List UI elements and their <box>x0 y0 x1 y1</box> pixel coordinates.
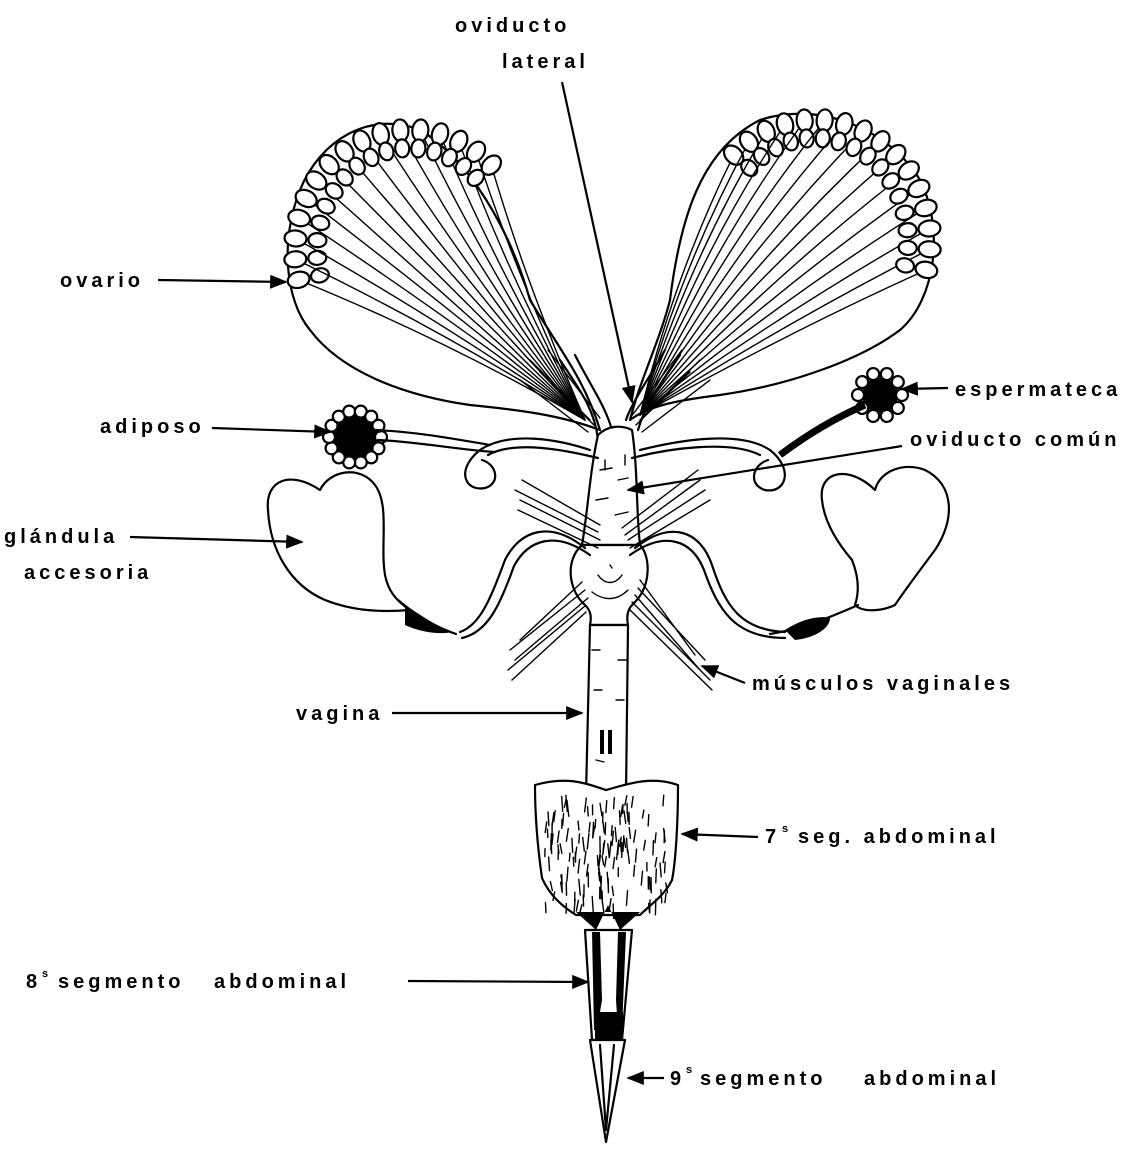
labels: oviducto lateral ovario espermateca adip… <box>4 15 1121 1090</box>
segment-hair <box>548 812 549 826</box>
arrow-oviducto-lateral <box>562 82 632 402</box>
vagina-tube <box>586 625 628 795</box>
label-oviducto-lateral-line2: lateral <box>502 51 589 73</box>
segment-hair <box>593 822 594 837</box>
fat-globule <box>856 376 868 388</box>
fat-globule <box>326 442 338 454</box>
fat-globule <box>896 389 908 401</box>
label-seg7: 7 s seg. abdominal <box>765 823 1000 848</box>
left-accessory-gland <box>268 472 456 634</box>
arrow-musculos <box>702 666 745 683</box>
label-seg8: 8 s segmento abdominal <box>26 968 350 993</box>
segment-hair <box>649 877 650 890</box>
label-seg9: 9 s segmento abdominal <box>670 1064 1000 1090</box>
label-seg9-number: 9 <box>670 1068 685 1090</box>
egg-follicle <box>394 139 409 158</box>
egg-follicle <box>308 250 327 265</box>
vaginal-bulb <box>571 545 648 625</box>
label-glandula-line2: accesoria <box>24 562 152 584</box>
label-seg8-text: segmento abdominal <box>58 971 350 993</box>
fat-globule <box>892 376 904 388</box>
fat-globule <box>892 402 904 414</box>
arrow-seg8 <box>408 981 588 982</box>
egg-follicle <box>799 129 815 148</box>
label-ovario: ovario <box>60 270 144 292</box>
arrow-espermateca <box>902 388 948 389</box>
label-seg8-number: 8 <box>26 971 41 993</box>
egg-follicle <box>918 219 941 237</box>
eighth-segment <box>576 905 640 1042</box>
label-oviducto-comun: oviducto común <box>910 429 1120 451</box>
label-seg7-number: 7 <box>765 826 780 848</box>
anatomy-drawing <box>268 109 949 1142</box>
label-oviducto-lateral-line1: oviducto <box>455 15 570 37</box>
segment-hair <box>549 857 550 871</box>
segment-hair <box>572 838 573 852</box>
label-seg8-superscript: s <box>42 968 48 980</box>
fat-globule <box>881 410 893 422</box>
segment-hair <box>597 856 598 866</box>
label-seg9-text: segmento abdominal <box>700 1068 1000 1090</box>
right-ovary <box>630 109 941 420</box>
label-espermateca: espermateca <box>955 379 1121 401</box>
egg-follicle <box>898 240 917 255</box>
arrow-adiposo <box>212 428 330 432</box>
segment-hair <box>606 801 607 813</box>
arrow-seg7 <box>682 834 758 837</box>
segment-hair <box>611 826 612 836</box>
arrow-ovario <box>158 280 286 282</box>
segment-hair <box>619 811 620 825</box>
right-accessory-gland <box>770 467 949 640</box>
label-glandula-line1: glándula <box>4 526 118 548</box>
egg-follicle <box>918 240 941 258</box>
egg-follicle <box>284 250 307 268</box>
segment-hair <box>551 834 552 850</box>
egg-follicle <box>898 222 917 238</box>
segment-hair <box>663 795 664 806</box>
label-seg9-superscript: s <box>686 1064 692 1076</box>
segment-hair <box>569 853 570 861</box>
fat-globule <box>852 389 864 401</box>
segment-hair <box>579 834 580 843</box>
segment-hair <box>634 865 635 876</box>
segment-hair <box>665 893 666 902</box>
segment-hair <box>661 890 662 903</box>
segment-hair <box>648 815 649 826</box>
ninth-segment <box>590 1040 625 1142</box>
fat-globule <box>867 368 879 380</box>
segment-hair <box>623 836 624 852</box>
fat-globule <box>355 456 367 468</box>
segment-hair <box>563 813 564 825</box>
egg-follicle <box>815 129 830 148</box>
fat-globule <box>343 406 355 418</box>
segment-hair <box>587 807 588 816</box>
egg-follicle <box>411 139 427 158</box>
label-musculos-vaginales: músculos vaginales <box>752 673 1014 695</box>
label-seg7-superscript: s <box>782 823 788 835</box>
label-seg7-text: seg. abdominal <box>798 826 1000 848</box>
segment-hair <box>665 862 666 873</box>
left-fat-body <box>323 406 495 469</box>
segment-hair <box>656 869 657 883</box>
seventh-segment <box>535 781 678 919</box>
segment-hair <box>578 821 579 830</box>
fat-globule <box>867 410 879 422</box>
segment-hair <box>627 838 628 852</box>
label-adiposo: adiposo <box>100 416 205 438</box>
segment-hair <box>562 796 563 811</box>
spermatheca <box>780 368 908 455</box>
common-oviduct <box>582 427 640 545</box>
label-vagina: vagina <box>296 703 383 725</box>
segment-hair <box>614 798 615 809</box>
fat-globule <box>881 368 893 380</box>
egg-follicle <box>284 229 307 247</box>
segment-hair <box>627 812 628 821</box>
